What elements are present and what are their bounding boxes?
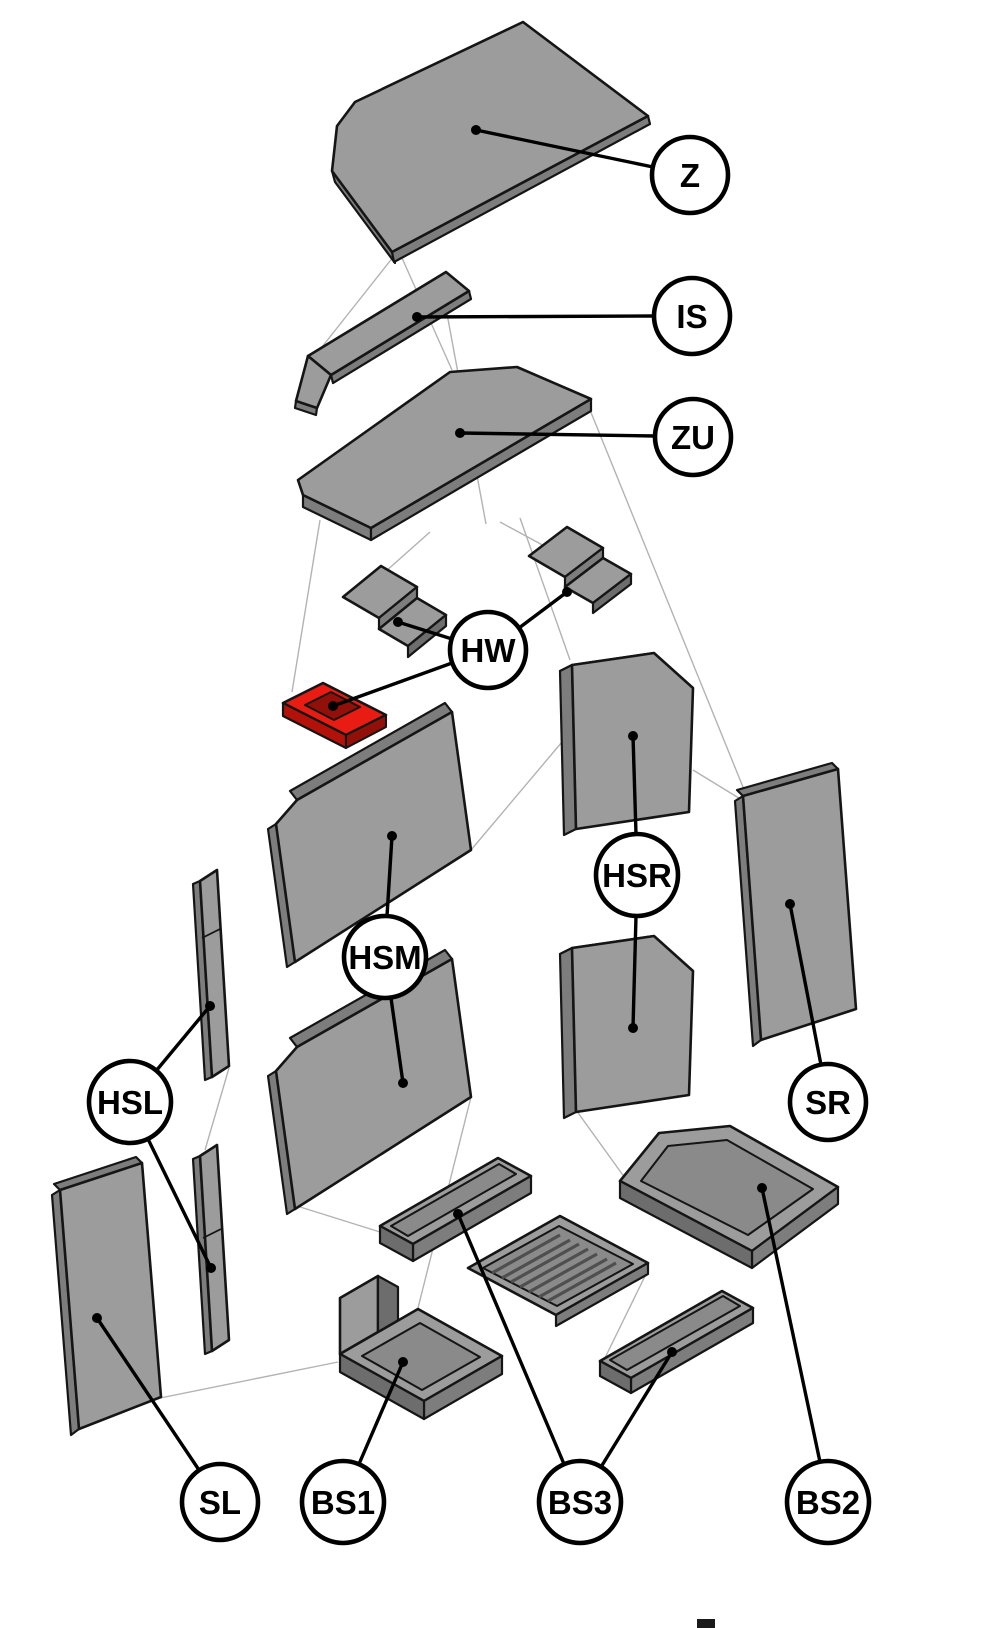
page-edge-artifact: [697, 1619, 715, 1628]
leader-line-bs2: [760, 1187, 822, 1463]
anchor-dot-hsr-lower: [628, 1023, 638, 1033]
anchor-dot-zu: [455, 428, 465, 438]
leader-line-hsr-upper: [631, 735, 638, 835]
label-badge-hsm[interactable]: HSM: [341, 913, 429, 1001]
label-circle-hsm: [341, 913, 429, 1001]
anchor-dot-bs1: [398, 1357, 408, 1367]
leader-line-hsr-lower: [631, 915, 638, 1029]
label-text-bs1: BS1: [311, 1484, 375, 1521]
label-badge-zu[interactable]: ZU: [652, 396, 734, 478]
label-badge-bs3[interactable]: BS3: [536, 1458, 624, 1546]
label-circle-sl: [179, 1461, 261, 1543]
label-circle-is: [651, 275, 733, 357]
label-badge-bs2[interactable]: BS2: [784, 1458, 872, 1546]
anchor-dot-z: [471, 125, 481, 135]
label-text-hsl: HSL: [97, 1084, 163, 1121]
anchor-dot-bs3-channel: [453, 1209, 463, 1219]
leader-line-bs3-bar: [599, 1351, 674, 1468]
leader-line-hw-right: [517, 590, 569, 630]
leader-line-sl: [95, 1317, 201, 1471]
label-circle-hsr: [593, 831, 681, 919]
label-badge-hw[interactable]: HW: [447, 609, 529, 691]
label-circle-bs2: [784, 1458, 872, 1546]
anchor-dot-hsm-upper: [387, 831, 397, 841]
label-circle-sr: [787, 1061, 869, 1143]
label-text-sl: SL: [199, 1484, 241, 1521]
label-badge-sr[interactable]: SR: [787, 1061, 869, 1143]
part-hw-bracket-highlighted[interactable]: [281, 681, 388, 750]
anchor-dot-hw-highlight: [328, 701, 338, 711]
label-circle-bs1: [299, 1458, 387, 1546]
anchor-dot-sl: [92, 1313, 102, 1323]
part-sl-side-plate[interactable]: [50, 1155, 163, 1437]
part-grate-plate[interactable]: [466, 1214, 650, 1328]
anchor-dot-hsr-upper: [628, 731, 638, 741]
leader-line-zu: [459, 431, 656, 438]
label-text-sr: SR: [805, 1084, 851, 1121]
part-hsl-strip-upper[interactable]: [191, 868, 231, 1082]
anchor-dot-hw-right: [562, 587, 572, 597]
label-text-hw: HW: [461, 632, 517, 669]
anchor-dot-hsl-lower: [206, 1263, 216, 1273]
leader-line-hsl-upper: [154, 1004, 212, 1073]
label-text-hsr: HSR: [602, 857, 672, 894]
leader-line-hsm-lower: [389, 997, 405, 1084]
label-text-is: IS: [676, 298, 707, 335]
part-bs3-bar[interactable]: [598, 1289, 755, 1395]
leader-line-hw-left: [397, 620, 453, 641]
part-z-top-plate[interactable]: [330, 20, 652, 265]
leader-line-hsl-lower: [146, 1138, 213, 1269]
part-hw-bracket-left[interactable]: [341, 564, 448, 659]
label-text-hsm: HSM: [348, 939, 421, 976]
part-hsl-strip-lower[interactable]: [191, 1143, 231, 1356]
label-text-bs2: BS2: [796, 1484, 860, 1521]
part-hw-bracket-right[interactable]: [527, 525, 633, 615]
label-badge-is[interactable]: IS: [651, 275, 733, 357]
part-is-plate[interactable]: [293, 270, 473, 417]
part-hsm-plate-upper[interactable]: [266, 701, 473, 969]
leader-lines: [92, 125, 823, 1471]
part-bs1-corner[interactable]: [338, 1274, 504, 1421]
leader-line-is: [416, 314, 655, 319]
label-badge-sl[interactable]: SL: [179, 1461, 261, 1543]
label-badge-bs1[interactable]: BS1: [299, 1458, 387, 1546]
label-text-bs3: BS3: [548, 1484, 612, 1521]
part-bs2-tray[interactable]: [618, 1124, 840, 1270]
leader-line-hsm-upper: [385, 835, 394, 917]
anchor-dot-bs3-bar: [667, 1347, 677, 1357]
part-zu-plate[interactable]: [296, 365, 593, 542]
label-circle-hw: [447, 609, 529, 691]
label-badge-hsr[interactable]: HSR: [593, 831, 681, 919]
leader-line-hw-highlight: [332, 661, 453, 708]
label-badge-z[interactable]: Z: [649, 134, 731, 216]
leader-line-bs3-channel: [456, 1213, 566, 1465]
label-text-zu: ZU: [671, 419, 715, 456]
leader-line-sr: [788, 903, 823, 1066]
part-hsr-plate-lower[interactable]: [558, 934, 695, 1120]
part-hsr-plate-upper[interactable]: [558, 651, 695, 837]
label-circle-z: [649, 134, 731, 216]
part-sr-side-plate[interactable]: [733, 761, 858, 1048]
anchor-dot-bs2: [757, 1183, 767, 1193]
part-bs3-channel[interactable]: [378, 1156, 533, 1263]
anchor-dot-hw-left: [393, 617, 403, 627]
label-text-z: Z: [680, 157, 700, 194]
label-circle-zu: [652, 396, 734, 478]
label-badge-hsl[interactable]: HSL: [86, 1058, 174, 1146]
anchor-dot-is: [412, 312, 422, 322]
leader-line-z: [475, 128, 654, 169]
anchor-dot-sr: [785, 899, 795, 909]
anchor-dot-hsm-lower: [398, 1078, 408, 1088]
anchor-dot-hsl-upper: [205, 1001, 215, 1011]
leader-line-bs1: [357, 1361, 405, 1465]
label-circle-hsl: [86, 1058, 174, 1146]
label-circle-bs3: [536, 1458, 624, 1546]
